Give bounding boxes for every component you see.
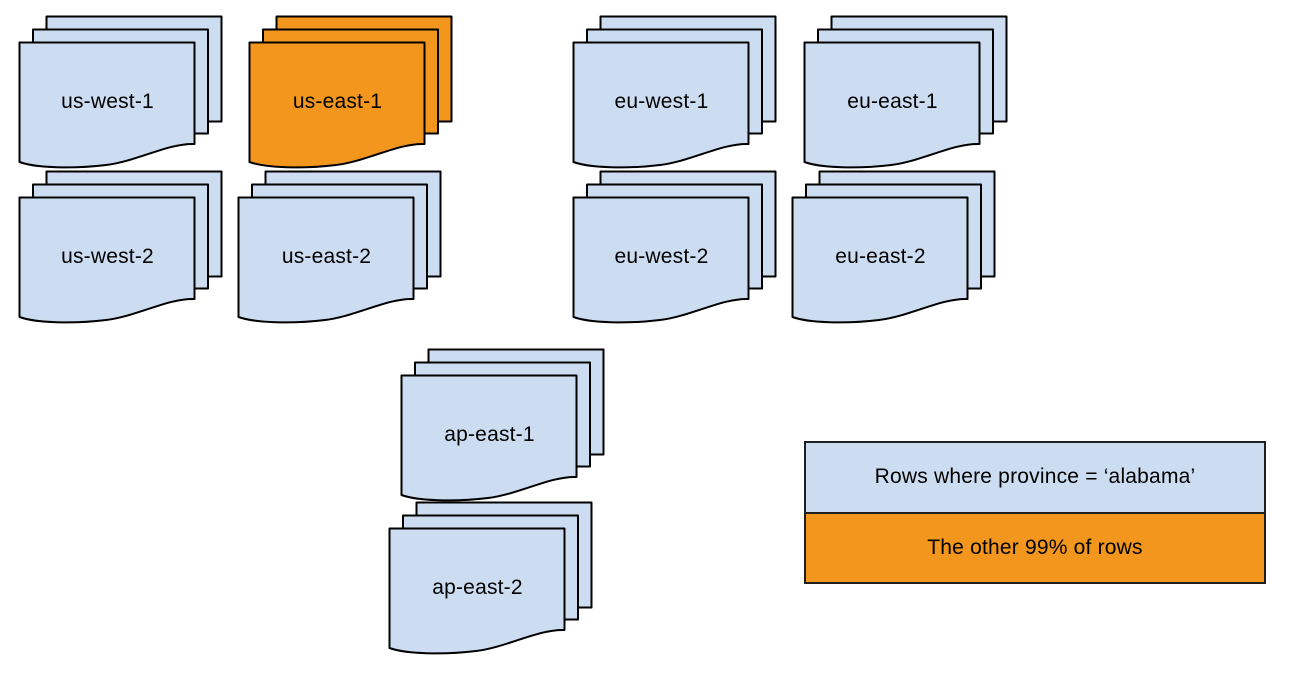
document-stack-icon bbox=[803, 15, 1008, 169]
legend-item-alabama-rows: Rows where province = ‘alabama’ bbox=[806, 443, 1264, 514]
front-document bbox=[572, 41, 750, 169]
front-document bbox=[388, 527, 566, 655]
region-stack-eu-west-1: eu-west-1 bbox=[572, 15, 777, 171]
region-label: us-west-2 bbox=[61, 245, 154, 268]
region-label: eu-east-1 bbox=[847, 90, 938, 113]
region-label: eu-east-2 bbox=[835, 245, 926, 268]
legend-item-label: Rows where province = ‘alabama’ bbox=[874, 465, 1196, 489]
region-label: us-east-2 bbox=[281, 245, 372, 268]
region-stack-us-east-2: us-east-2 bbox=[237, 170, 442, 326]
region-stack-eu-east-1: eu-east-1 bbox=[803, 15, 1008, 171]
front-document bbox=[237, 196, 415, 324]
legend: Rows where province = ‘alabama’ The othe… bbox=[804, 441, 1266, 584]
region-stack-us-east-1: us-east-1 bbox=[248, 15, 453, 171]
region-stack-eu-west-2: eu-west-2 bbox=[572, 170, 777, 326]
front-document bbox=[572, 196, 750, 324]
front-document bbox=[248, 41, 426, 169]
region-stack-ap-east-2: ap-east-2 bbox=[388, 501, 593, 657]
document-stack-icon bbox=[572, 15, 777, 169]
document-stack-icon bbox=[237, 170, 442, 324]
front-document bbox=[18, 41, 196, 169]
region-label: eu-west-2 bbox=[614, 245, 709, 268]
document-stack-icon bbox=[248, 15, 453, 169]
legend-item-label: The other 99% of rows bbox=[927, 535, 1143, 559]
document-stack-icon bbox=[388, 501, 593, 655]
front-document bbox=[18, 196, 196, 324]
region-label: us-west-1 bbox=[61, 90, 154, 113]
legend-item-other-rows: The other 99% of rows bbox=[806, 513, 1264, 582]
region-stack-us-west-1: us-west-1 bbox=[18, 15, 223, 171]
document-stack-icon bbox=[791, 170, 996, 324]
region-stack-eu-east-2: eu-east-2 bbox=[791, 170, 996, 326]
document-stack-icon bbox=[18, 15, 223, 169]
document-stack-icon bbox=[18, 170, 223, 324]
region-label: ap-east-2 bbox=[432, 576, 523, 599]
region-stack-ap-east-1: ap-east-1 bbox=[400, 348, 605, 504]
document-stack-icon bbox=[400, 348, 605, 502]
front-document bbox=[400, 374, 578, 502]
region-label: ap-east-1 bbox=[444, 423, 535, 446]
region-stack-us-west-2: us-west-2 bbox=[18, 170, 223, 326]
region-label: eu-west-1 bbox=[614, 90, 709, 113]
front-document bbox=[791, 196, 969, 324]
document-stack-icon bbox=[572, 170, 777, 324]
front-document bbox=[803, 41, 981, 169]
region-label: us-east-1 bbox=[292, 90, 383, 113]
